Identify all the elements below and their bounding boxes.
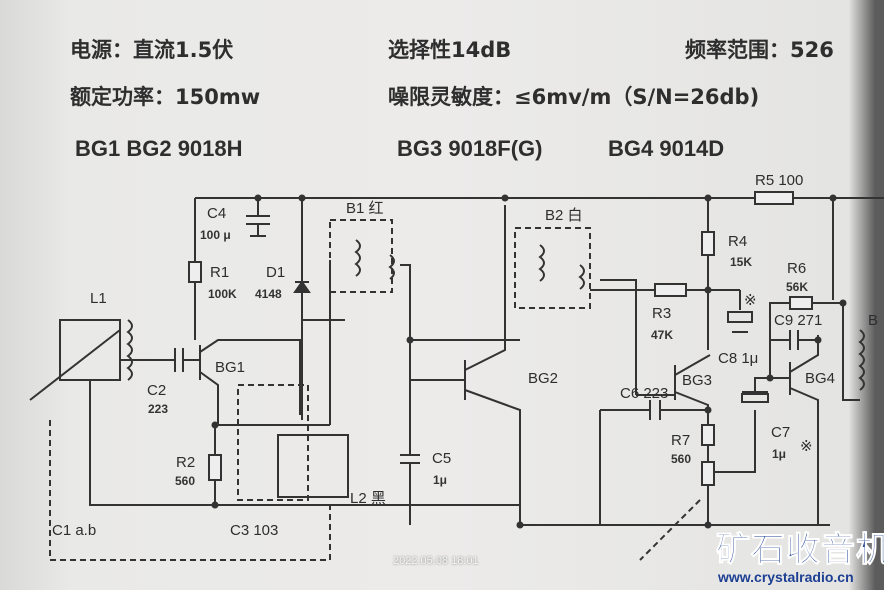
b2-dashed-box <box>514 227 591 309</box>
coil-l1 <box>126 319 133 381</box>
coil-b3 <box>858 329 865 391</box>
wire-c7 <box>714 377 770 473</box>
label-b1: B1 红 <box>346 200 384 217</box>
value-r1: 100K <box>208 287 237 301</box>
resistor-r4 <box>701 231 715 256</box>
l2-dashed-box <box>237 384 309 501</box>
wire-c4 <box>246 198 270 237</box>
label-c8: C8 1μ <box>718 350 759 367</box>
resistor-r5 <box>754 191 794 205</box>
label-c4: C4 <box>207 205 227 222</box>
spec-bg4: BG4 9014D <box>608 136 725 161</box>
value-c7: 1μ <box>772 447 787 461</box>
resistor-r6 <box>789 296 813 310</box>
value-c5: 1μ <box>433 473 448 487</box>
value-r4: 15K <box>730 255 753 269</box>
label-c3: C3 103 <box>230 522 279 539</box>
resistor-r2 <box>208 454 222 481</box>
label-b-edge: B <box>868 312 879 329</box>
wire-b1 <box>301 260 520 525</box>
spec-rated-power: 额定功率：150mw <box>70 85 261 109</box>
cap-c9 <box>789 330 799 350</box>
resistor-r7 <box>701 424 715 446</box>
coil-b1 <box>354 239 395 280</box>
label-c7: C7 <box>771 424 791 441</box>
spec-freq-range: 频率范围：526 <box>685 38 834 62</box>
spec-sensitivity: 噪限灵敏度：≤6mv/m（S/N=26db) <box>388 85 760 109</box>
spec-selectivity: 选择性14dB <box>388 38 512 62</box>
cap-c6 <box>649 400 661 420</box>
wire-l1 <box>29 329 520 506</box>
transistor-bg1 <box>199 339 330 426</box>
cap-c8 <box>727 290 753 333</box>
label-r2: R2 <box>176 454 196 471</box>
coil-b2 <box>538 244 585 290</box>
value-r6: 56K <box>786 280 809 294</box>
watermark-title: 矿石收音机 <box>716 530 884 571</box>
resistor-r3 <box>654 283 687 297</box>
transistor-bg2 <box>410 205 521 525</box>
label-r7: R7 <box>671 432 691 449</box>
spec-bg3: BG3 9018F(G) <box>397 136 543 161</box>
label-c5: C5 <box>432 450 452 467</box>
photo-timestamp: 2022.05.08 18:01 <box>393 555 479 567</box>
label-l1: L1 <box>90 290 107 307</box>
potentiometer-r7 <box>701 461 715 486</box>
label-r1: R1 <box>210 264 230 281</box>
label-bg1: BG1 <box>215 359 246 376</box>
resistor-r1 <box>188 261 202 283</box>
label-d1: D1 <box>266 264 286 281</box>
mark-c8: ※ <box>744 292 757 309</box>
label-c6: C6 223 <box>620 385 669 402</box>
value-r3: 47K <box>651 328 674 342</box>
label-bg3: BG3 <box>682 372 713 389</box>
label-bg4: BG4 <box>805 370 836 387</box>
value-r7: 560 <box>671 452 692 466</box>
label-r5: R5 100 <box>755 172 804 189</box>
value-c2: 223 <box>148 402 169 416</box>
label-r3: R3 <box>652 305 672 322</box>
b1-dashed-box <box>329 219 393 293</box>
transistor-bg3 <box>599 354 711 525</box>
dashed-pot-link <box>639 499 701 561</box>
label-bg2: BG2 <box>528 370 559 387</box>
label-c2: C2 <box>147 382 167 399</box>
label-c9: C9 271 <box>774 312 823 329</box>
value-d1: 4148 <box>255 287 282 301</box>
value-c4: 100 μ <box>200 228 231 242</box>
c1-dashed <box>49 420 331 561</box>
label-c1: C1 a.b <box>52 522 97 539</box>
inductor-l1-box <box>59 319 121 381</box>
spec-bg12: BG1 BG2 9018H <box>75 136 243 161</box>
watermark-url: www.crystalradio.cn <box>718 569 854 585</box>
diode-d1 <box>293 280 311 293</box>
label-b2: B2 白 <box>545 207 583 224</box>
cap-c2 <box>174 348 184 372</box>
label-r6: R6 <box>787 260 807 277</box>
label-r4: R4 <box>728 233 748 250</box>
wire-d1 <box>301 198 345 321</box>
wire-b2 <box>590 198 740 395</box>
value-r2: 560 <box>175 474 196 488</box>
transistor-bg4 <box>769 302 860 525</box>
label-l2: L2 黑 <box>350 490 386 507</box>
spec-power-supply: 电源：直流1.5伏 <box>70 38 234 62</box>
mark-c7: ※ <box>800 438 813 455</box>
wire-bottom-rail <box>520 198 834 526</box>
l2-box <box>277 434 349 498</box>
